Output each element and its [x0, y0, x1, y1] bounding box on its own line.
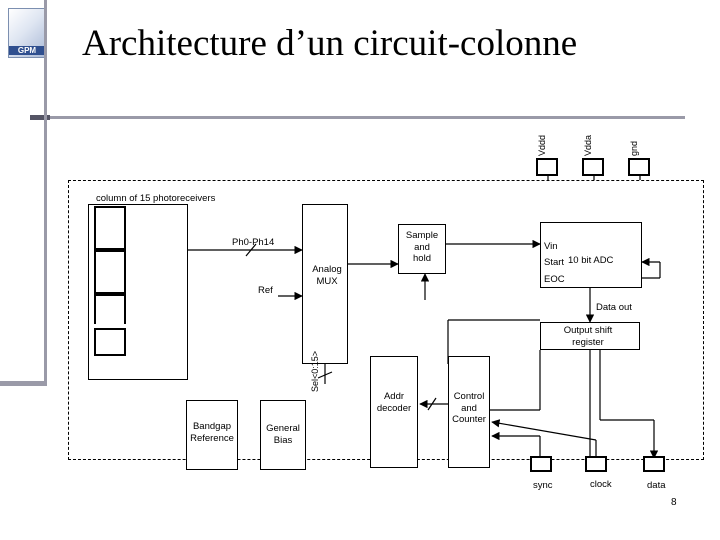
addr-decoder-label: Addr decoder [376, 391, 412, 414]
adc-eoc-label: EOC [544, 274, 565, 285]
adc-block [540, 222, 642, 288]
power-pin-gnd [628, 158, 650, 176]
photoreceiver-cell [94, 206, 126, 250]
page-title: Architecture d’un circuit-colonne [82, 23, 578, 64]
sample-hold-label: Sample and hold [405, 230, 439, 264]
left-vertical-bar [44, 0, 47, 385]
analog-mux-label: Analog MUX [312, 264, 342, 287]
photoreceiver-cell [94, 294, 126, 326]
adc-vin-label: Vin [544, 241, 558, 252]
ph-bus-label: Ph0-Ph14 [232, 237, 275, 248]
ref-label: Ref [258, 285, 273, 296]
addr-decoder-block [370, 356, 418, 468]
general-bias-label: General Bias [266, 423, 300, 446]
output-shift-register-block [540, 322, 640, 350]
bandgap-reference-label: Bandgap Reference [190, 421, 234, 444]
logo: GPM [8, 8, 46, 58]
column-label: column of 15 photoreceivers [96, 193, 216, 204]
power-pin-vddd [536, 158, 558, 176]
output-shift-register-label: Output shift register [563, 325, 613, 348]
photoreceiver-gap [94, 324, 126, 330]
sel-bus-label: Sel<0:15> [310, 350, 320, 392]
adc-start-label: Start [544, 257, 565, 268]
analog-mux-block [302, 204, 348, 364]
left-bottom-bar [0, 381, 47, 386]
io-pin-label-data: data [647, 480, 666, 491]
io-pin-clock [585, 456, 607, 472]
photoreceiver-cells [94, 206, 126, 356]
control-counter-block [448, 356, 490, 468]
data-out-label: Data out [596, 302, 632, 313]
sample-hold-block [398, 224, 446, 274]
control-counter-label: Control and Counter [452, 391, 486, 425]
io-pin-label-sync: sync [533, 480, 553, 491]
photoreceiver-cell [94, 328, 126, 356]
power-pin-label-vdda: Vdda [583, 134, 593, 156]
bandgap-reference-block [186, 400, 238, 470]
power-pin-label-gnd: gnd [629, 140, 639, 156]
photoreceiver-cell [94, 250, 126, 294]
logo-text: GPM [9, 46, 45, 55]
title-accent-bar [30, 116, 685, 119]
power-pin-vdda [582, 158, 604, 176]
io-pin-data [643, 456, 665, 472]
io-pin-label-clock: clock [590, 479, 612, 490]
general-bias-block [260, 400, 306, 470]
page-number: 8 [671, 497, 677, 508]
power-pin-label-vddd: Vddd [537, 134, 547, 156]
adc-label: 10 bit ADC [568, 255, 614, 266]
title-accent-bar-dark [30, 115, 50, 120]
io-pin-sync [530, 456, 552, 472]
